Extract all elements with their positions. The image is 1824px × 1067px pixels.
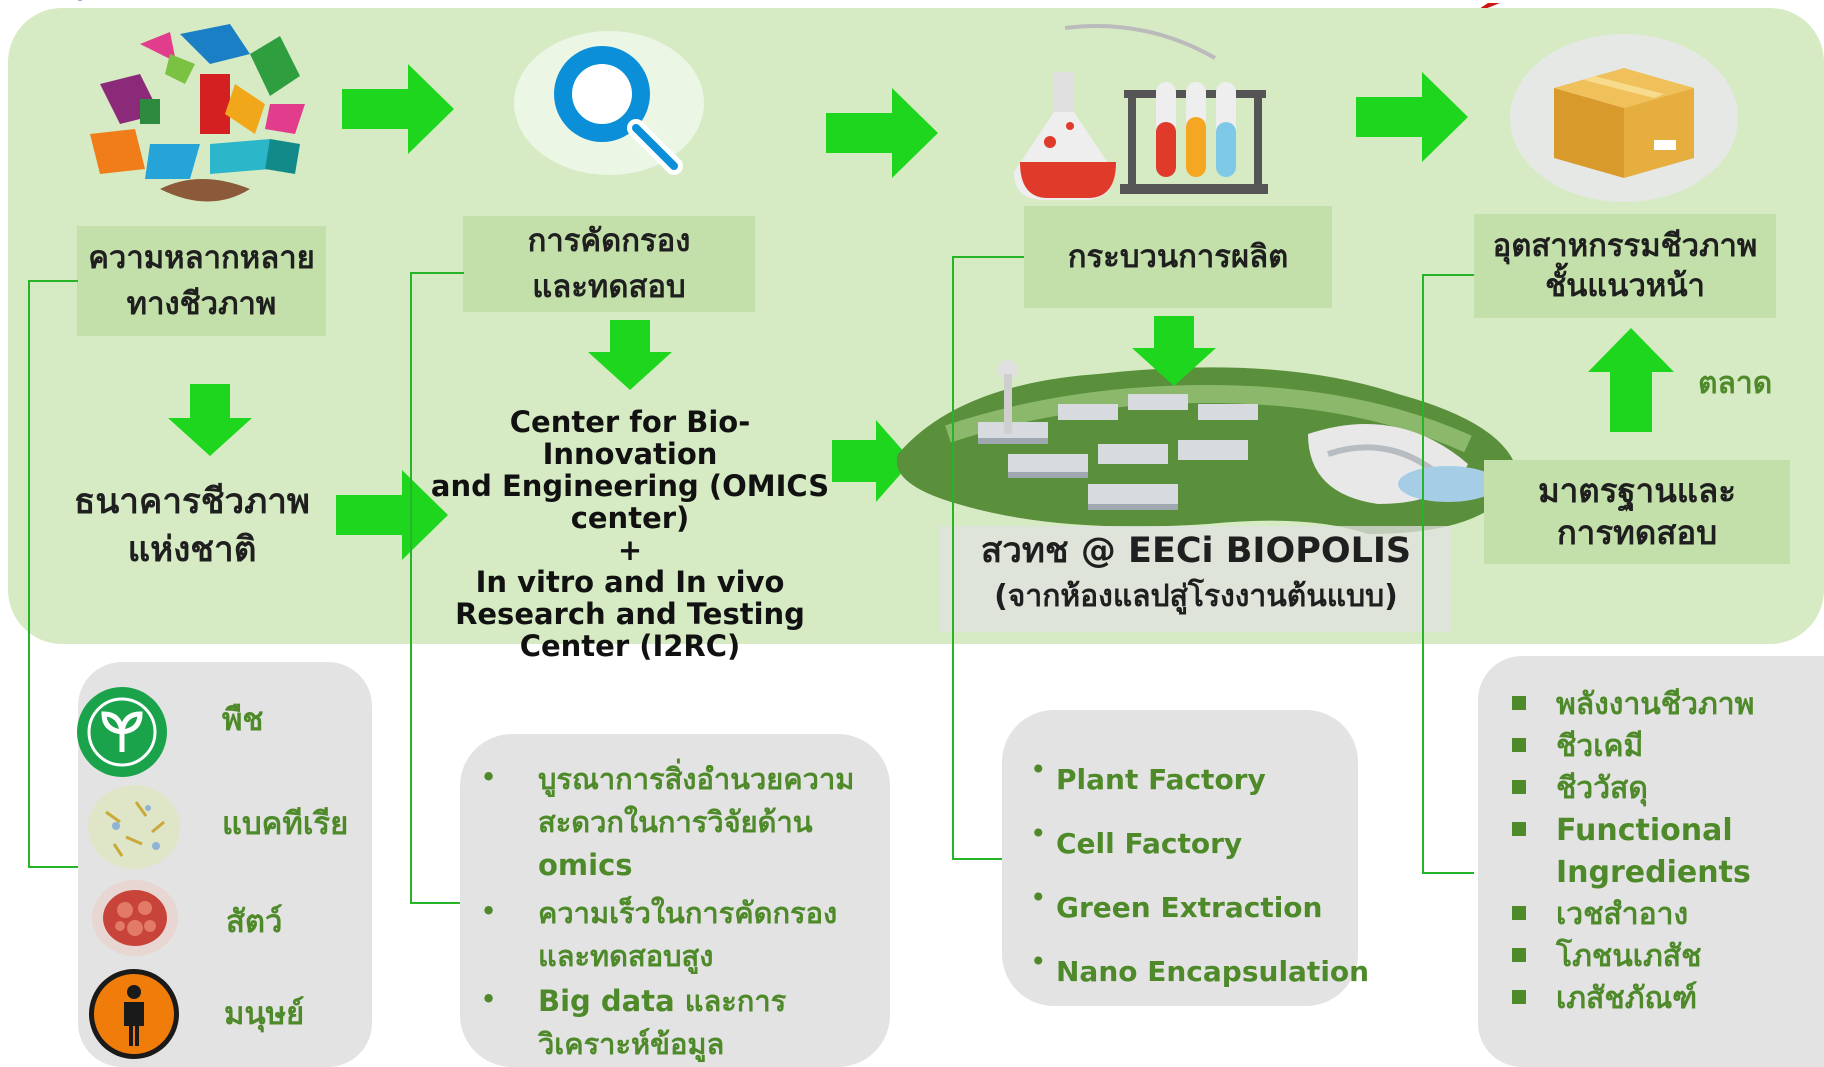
bullet-square — [1512, 738, 1526, 752]
arrow-right-center — [832, 420, 912, 506]
list-item: •Plant Factory — [1030, 748, 1369, 812]
animal-cell-icon — [90, 878, 180, 958]
list-item: •บูรณาการสิ่งอำนวยความ สะดวกในการวิจัยด้… — [472, 758, 902, 892]
connector-production — [952, 256, 1024, 860]
bullet-square — [1512, 948, 1526, 962]
biodiversity-collage-icon — [80, 14, 320, 224]
products-list: พลังงานชีวภาพ ชีวเคมี ชีววัสดุ Functiona… — [1512, 684, 1754, 1020]
bullet-dot: • — [1030, 817, 1047, 850]
arrow-right-1 — [342, 64, 454, 158]
arrow-right-biobank — [336, 470, 448, 564]
omics-points-list: •บูรณาการสิ่งอำนวยความ สะดวกในการวิจัยด้… — [472, 758, 902, 1066]
bullet-square — [1512, 822, 1526, 836]
bullet-dot: • — [1030, 881, 1047, 914]
biodiversity-label: ความหลากหลาย ทางชีวภาพ — [77, 226, 326, 336]
arrow-right-2 — [826, 88, 938, 182]
source-label-plant: พืช — [222, 702, 264, 738]
biopolis-caption: สวทช @ EECi BIOPOLIS (จากห้องแลปสู่โรงงา… — [940, 526, 1452, 632]
list-item: •Nano Encapsulation — [1030, 940, 1369, 1004]
list-item: ชีววัสดุ — [1512, 768, 1754, 810]
bacteria-icon — [86, 782, 182, 872]
arrow-right-3 — [1356, 72, 1468, 166]
bullet-dot: • — [480, 894, 498, 928]
biobank-label: ธนาคารชีวภาพ แห่งชาติ — [73, 482, 310, 570]
factory-points-box — [1002, 710, 1358, 1006]
list-item: •ความเร็วในการคัดกรอง และทดสอบสูง — [472, 892, 902, 980]
bullet-dot: • — [480, 760, 498, 794]
factory-points-list: •Plant Factory •Cell Factory •Green Extr… — [1030, 748, 1369, 1004]
list-item: พลังงานชีวภาพ — [1512, 684, 1754, 726]
arrow-down-screening — [588, 320, 672, 394]
connector-biodiversity — [28, 280, 78, 868]
arrow-down-biobank — [168, 384, 252, 460]
biopolis-subtitle: (จากห้องแลปสู่โรงงานต้นแบบ) — [994, 579, 1398, 614]
industry-label: อุตสาหกรรมชีวภาพ ชั้นแนวหน้า — [1474, 214, 1776, 318]
screening-label: การคัดกรอง และทดสอบ — [463, 216, 755, 312]
biopolis-title: สวทช @ EECi BIOPOLIS — [980, 531, 1412, 571]
omics-center-text: Center for Bio-Innovation and Engineerin… — [430, 405, 830, 663]
list-item: ชีวเคมี — [1512, 726, 1754, 768]
list-item: โภชนเภสัช — [1512, 936, 1754, 978]
source-label-animal: สัตว์ — [226, 904, 283, 940]
lab-flask-icon — [1010, 22, 1270, 202]
bullet-square — [1512, 696, 1526, 710]
arrow-down-production — [1132, 316, 1216, 390]
list-item: เวชสำอาง — [1512, 894, 1754, 936]
list-item: •Cell Factory — [1030, 812, 1369, 876]
source-label-bacteria: แบคทีเรีย — [222, 806, 349, 842]
bullet-square — [1512, 780, 1526, 794]
list-item: •Green Extraction — [1030, 876, 1369, 940]
bullet-square — [1512, 990, 1526, 1004]
bullet-dot: • — [1030, 753, 1047, 786]
standards-label: มาตรฐานและ การทดสอบ — [1484, 460, 1790, 564]
list-item: •Big data และการ วิเคราะห์ข้อมูล — [472, 980, 902, 1066]
magnifier-icon — [514, 28, 709, 178]
arrow-up-market — [1588, 328, 1674, 436]
bullet-square — [1512, 906, 1526, 920]
connector-screening — [410, 272, 464, 904]
list-item: Functional Ingredients — [1512, 810, 1754, 894]
production-label: กระบวนการผลิต — [1024, 206, 1332, 308]
omics-points-box — [460, 734, 890, 1067]
human-icon — [88, 968, 180, 1060]
bullet-dot: • — [1030, 945, 1047, 978]
connector-industry — [1422, 274, 1474, 874]
market-label: ตลาด — [1698, 366, 1773, 401]
list-item: เภสัชภัณฑ์ — [1512, 978, 1754, 1020]
plant-icon — [76, 686, 168, 778]
bullet-dot: • — [480, 982, 498, 1016]
source-label-human: มนุษย์ — [224, 996, 305, 1032]
cropped-title-fragment — [70, 0, 180, 6]
products-box — [1478, 656, 1824, 1067]
package-box-icon — [1510, 22, 1738, 204]
